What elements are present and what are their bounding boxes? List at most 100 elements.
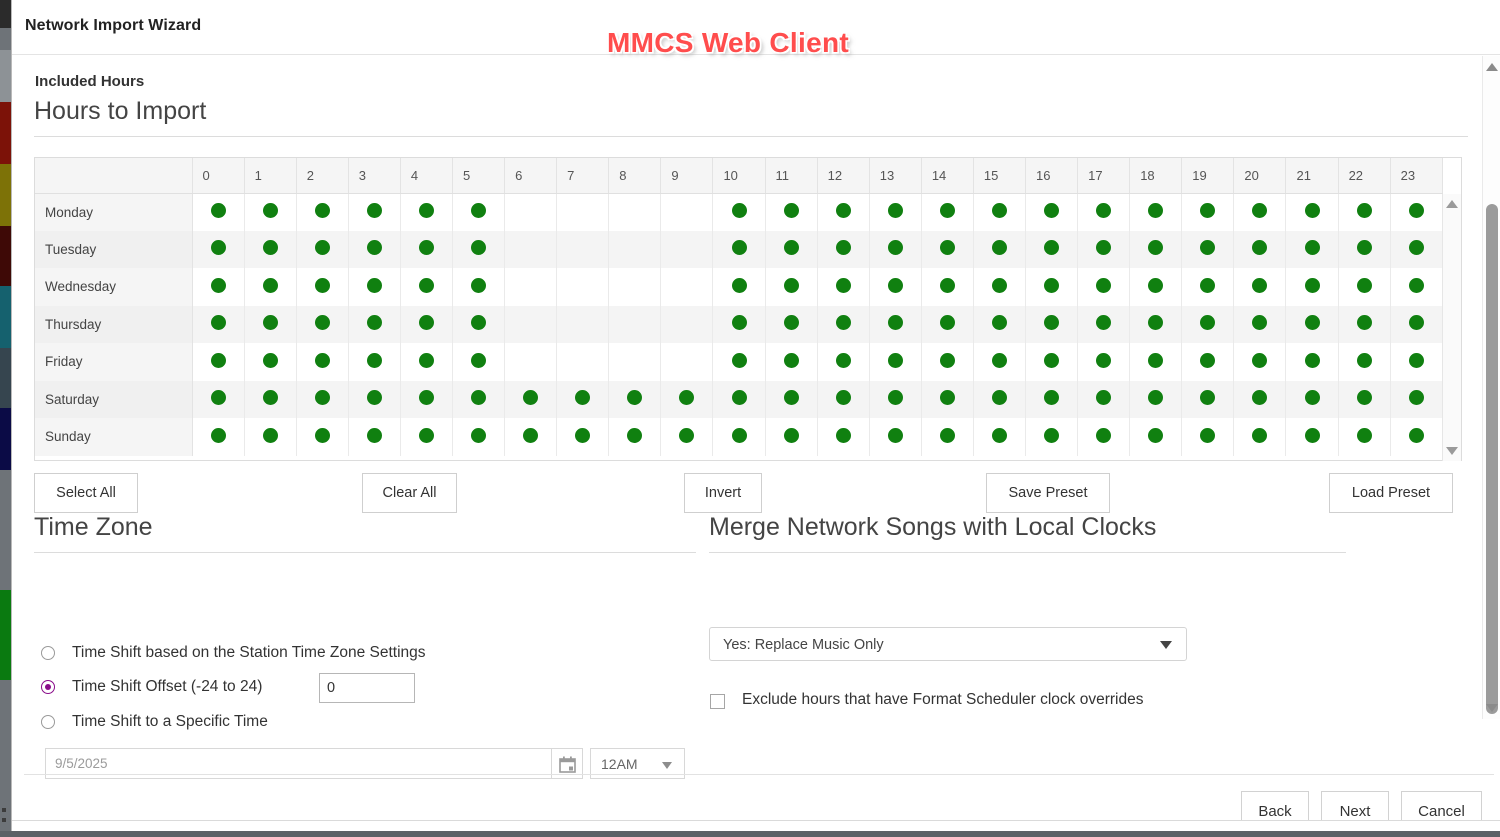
- hour-cell-monday-4[interactable]: [400, 193, 453, 231]
- hour-cell-thursday-8[interactable]: [608, 305, 662, 343]
- hour-cell-sunday-12[interactable]: [817, 418, 870, 456]
- hour-cell-saturday-20[interactable]: [1233, 380, 1287, 418]
- hour-cell-thursday-14[interactable]: [921, 305, 974, 343]
- hour-cell-friday-19[interactable]: [1181, 343, 1235, 381]
- hour-cell-friday-22[interactable]: [1338, 343, 1391, 381]
- hour-cell-friday-0[interactable]: [192, 343, 245, 381]
- hour-cell-wednesday-22[interactable]: [1338, 268, 1391, 306]
- hour-cell-sunday-18[interactable]: [1129, 418, 1183, 456]
- hour-cell-thursday-13[interactable]: [869, 305, 922, 343]
- hour-cell-thursday-12[interactable]: [817, 305, 870, 343]
- hour-cell-sunday-11[interactable]: [765, 418, 818, 456]
- hour-cell-monday-18[interactable]: [1129, 193, 1183, 231]
- hour-cell-monday-0[interactable]: [192, 193, 245, 231]
- hour-cell-tuesday-12[interactable]: [817, 230, 870, 268]
- hour-cell-thursday-5[interactable]: [452, 305, 506, 343]
- hour-cell-thursday-19[interactable]: [1181, 305, 1235, 343]
- select-all-button[interactable]: Select All: [34, 473, 138, 513]
- scrollbar-thumb[interactable]: [1486, 204, 1498, 714]
- hour-cell-wednesday-13[interactable]: [869, 268, 922, 306]
- page-scrollbar[interactable]: [1482, 56, 1500, 719]
- hour-cell-friday-17[interactable]: [1077, 343, 1131, 381]
- time-shift-offset-input[interactable]: [319, 673, 415, 703]
- hour-cell-saturday-0[interactable]: [192, 380, 245, 418]
- hour-cell-monday-9[interactable]: [660, 193, 714, 231]
- hour-cell-wednesday-6[interactable]: [504, 268, 558, 306]
- hour-cell-thursday-9[interactable]: [660, 305, 714, 343]
- hour-cell-thursday-15[interactable]: [973, 305, 1027, 343]
- hour-cell-sunday-8[interactable]: [608, 418, 662, 456]
- hour-cell-monday-21[interactable]: [1285, 193, 1339, 231]
- hour-cell-friday-5[interactable]: [452, 343, 506, 381]
- merge-mode-select[interactable]: Yes: Replace Music Only: [709, 627, 1187, 661]
- hour-cell-monday-2[interactable]: [296, 193, 349, 231]
- hour-cell-saturday-12[interactable]: [817, 380, 870, 418]
- hour-cell-sunday-13[interactable]: [869, 418, 922, 456]
- hour-cell-monday-14[interactable]: [921, 193, 974, 231]
- hour-cell-sunday-6[interactable]: [504, 418, 558, 456]
- hour-cell-friday-2[interactable]: [296, 343, 349, 381]
- invert-button[interactable]: Invert: [684, 473, 762, 513]
- hour-cell-wednesday-11[interactable]: [765, 268, 818, 306]
- hour-cell-monday-16[interactable]: [1025, 193, 1079, 231]
- hour-cell-tuesday-23[interactable]: [1390, 230, 1444, 268]
- hour-cell-tuesday-7[interactable]: [556, 230, 610, 268]
- hour-cell-monday-1[interactable]: [244, 193, 297, 231]
- hour-cell-wednesday-19[interactable]: [1181, 268, 1235, 306]
- hour-cell-saturday-3[interactable]: [348, 380, 401, 418]
- hour-cell-sunday-3[interactable]: [348, 418, 401, 456]
- hour-cell-monday-10[interactable]: [712, 193, 766, 231]
- hour-cell-sunday-16[interactable]: [1025, 418, 1079, 456]
- hour-cell-saturday-19[interactable]: [1181, 380, 1235, 418]
- hour-cell-saturday-17[interactable]: [1077, 380, 1131, 418]
- hour-cell-thursday-3[interactable]: [348, 305, 401, 343]
- hour-cell-sunday-4[interactable]: [400, 418, 453, 456]
- hour-cell-monday-7[interactable]: [556, 193, 610, 231]
- hour-cell-thursday-17[interactable]: [1077, 305, 1131, 343]
- hour-cell-tuesday-4[interactable]: [400, 230, 453, 268]
- hour-cell-saturday-7[interactable]: [556, 380, 610, 418]
- hour-cell-friday-23[interactable]: [1390, 343, 1444, 381]
- load-preset-button[interactable]: Load Preset: [1329, 473, 1453, 513]
- hour-cell-friday-10[interactable]: [712, 343, 766, 381]
- exclude-overrides-checkbox[interactable]: [710, 694, 725, 709]
- hour-cell-monday-17[interactable]: [1077, 193, 1131, 231]
- hour-cell-thursday-18[interactable]: [1129, 305, 1183, 343]
- hour-cell-saturday-9[interactable]: [660, 380, 714, 418]
- hour-cell-wednesday-16[interactable]: [1025, 268, 1079, 306]
- hour-cell-friday-7[interactable]: [556, 343, 610, 381]
- hour-cell-tuesday-3[interactable]: [348, 230, 401, 268]
- hour-cell-monday-11[interactable]: [765, 193, 818, 231]
- clear-all-button[interactable]: Clear All: [362, 473, 457, 513]
- hour-cell-monday-8[interactable]: [608, 193, 662, 231]
- hour-cell-monday-22[interactable]: [1338, 193, 1391, 231]
- hour-cell-wednesday-14[interactable]: [921, 268, 974, 306]
- hour-cell-friday-20[interactable]: [1233, 343, 1287, 381]
- hour-cell-tuesday-6[interactable]: [504, 230, 558, 268]
- hour-cell-wednesday-5[interactable]: [452, 268, 506, 306]
- hour-cell-tuesday-0[interactable]: [192, 230, 245, 268]
- hour-cell-wednesday-12[interactable]: [817, 268, 870, 306]
- hour-cell-friday-8[interactable]: [608, 343, 662, 381]
- hour-cell-tuesday-13[interactable]: [869, 230, 922, 268]
- hour-cell-saturday-8[interactable]: [608, 380, 662, 418]
- hour-cell-wednesday-3[interactable]: [348, 268, 401, 306]
- hour-cell-tuesday-9[interactable]: [660, 230, 714, 268]
- save-preset-button[interactable]: Save Preset: [986, 473, 1110, 513]
- hour-cell-friday-21[interactable]: [1285, 343, 1339, 381]
- hour-cell-sunday-19[interactable]: [1181, 418, 1235, 456]
- hour-cell-tuesday-5[interactable]: [452, 230, 506, 268]
- hour-cell-sunday-0[interactable]: [192, 418, 245, 456]
- scroll-down-arrow-icon[interactable]: [1446, 447, 1458, 455]
- hour-cell-tuesday-19[interactable]: [1181, 230, 1235, 268]
- hour-cell-friday-13[interactable]: [869, 343, 922, 381]
- cancel-button[interactable]: Cancel: [1401, 791, 1482, 820]
- radio-offset-indicator[interactable]: [41, 680, 55, 694]
- hour-cell-wednesday-10[interactable]: [712, 268, 766, 306]
- radio-specific-indicator[interactable]: [41, 715, 55, 729]
- hour-cell-saturday-11[interactable]: [765, 380, 818, 418]
- hour-cell-thursday-16[interactable]: [1025, 305, 1079, 343]
- hour-cell-sunday-5[interactable]: [452, 418, 506, 456]
- hour-cell-tuesday-15[interactable]: [973, 230, 1027, 268]
